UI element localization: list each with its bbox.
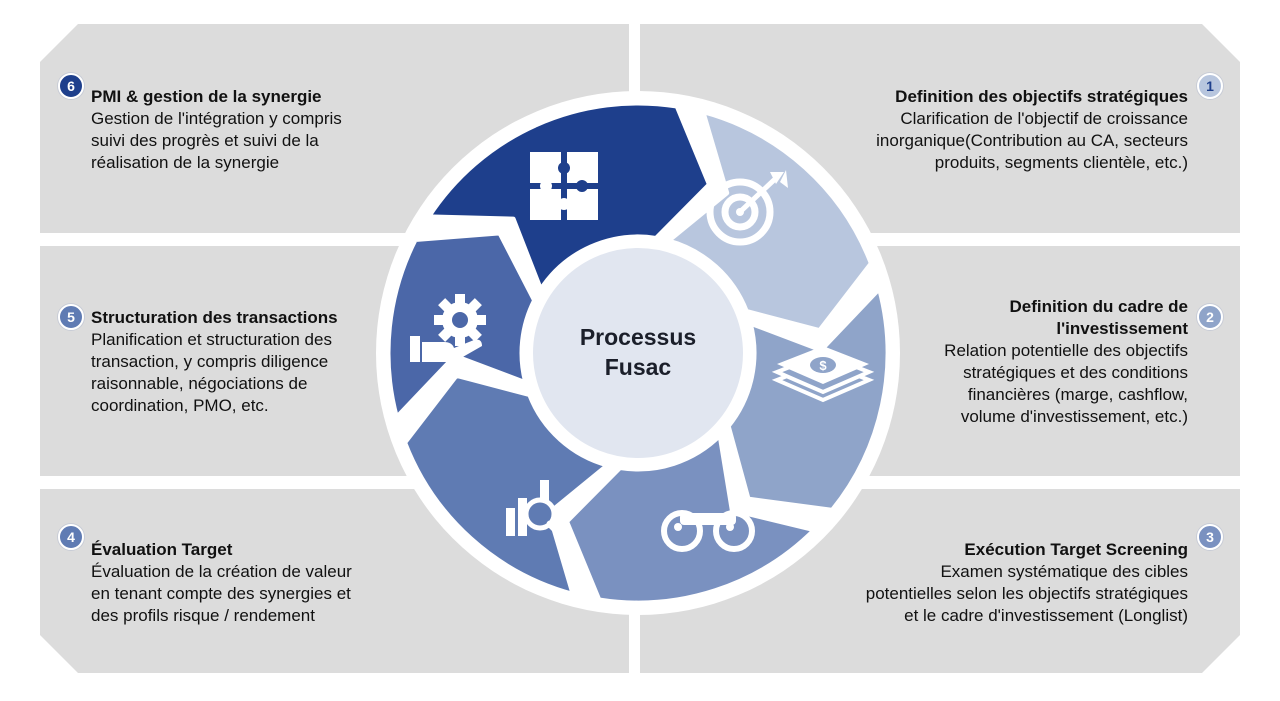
step-badge-4: 4 [58, 524, 84, 550]
step-6-desc-2: suivi des progrès et suivi de la [91, 131, 319, 150]
step-badge-1: 1 [1197, 73, 1223, 99]
step-2-text: Definition du cadre de l'investissement … [944, 296, 1188, 428]
center-title-line-2: Fusac [604, 354, 672, 380]
center-title-line-1: Processus [579, 324, 697, 350]
step-3-text: Exécution Target Screening Examen systém… [866, 539, 1188, 627]
step-6-text: PMI & gestion de la synergie Gestion de … [91, 86, 342, 174]
step-2-desc-1: Relation potentielle des objectifs [944, 341, 1188, 360]
svg-text:$: $ [819, 358, 827, 373]
step-4-desc-1: Évaluation de la création de valeur [91, 562, 352, 581]
step-badge-3: 3 [1197, 524, 1223, 550]
step-6-desc-3: réalisation de la synergie [91, 153, 280, 172]
chart-magnifier-icon [506, 480, 572, 546]
center-circle [527, 242, 749, 464]
gear-tooth [455, 294, 465, 306]
step-6-desc-1: Gestion de l'intégration y compris [91, 109, 342, 128]
step-1-desc-2: inorganique(Contribution au CA, secteurs [876, 131, 1188, 150]
gear-hand-icon [410, 294, 486, 362]
step-4-text: Évaluation Target Évaluation de la créat… [91, 539, 352, 627]
step-5-desc-4: coordination, PMO, etc. [91, 396, 269, 415]
step-1-title: Definition des objectifs stratégiques [895, 87, 1188, 106]
step-3-desc-1: Examen systématique des cibles [940, 562, 1188, 581]
step-3-title: Exécution Target Screening [964, 540, 1188, 559]
step-5-text: Structuration des transactions Planifica… [91, 307, 338, 417]
step-5-desc-3: raisonnable, négociations de [91, 374, 308, 393]
puzzle-icon [530, 152, 598, 220]
step-2-title-2: l'investissement [1056, 319, 1188, 338]
step-badge-6: 6 [58, 73, 84, 99]
step-4-desc-2: en tenant compte des synergies et [91, 584, 351, 603]
target-icon [706, 170, 788, 246]
step-3-desc-3: et le cadre d'investissement (Longlist) [904, 606, 1188, 625]
step-4-title: Évaluation Target [91, 540, 233, 559]
step-2-desc-4: volume d'investissement, etc.) [960, 407, 1188, 426]
center-title: Processus Fusac [538, 322, 738, 382]
step-6-title: PMI & gestion de la synergie [91, 87, 322, 106]
step-1-desc-1: Clarification de l'objectif de croissanc… [900, 109, 1188, 128]
money-stack-icon: $ [771, 346, 875, 403]
step-5-desc-1: Planification et structuration des [91, 330, 332, 349]
step-3-desc-2: potentielles selon les objectifs stratég… [865, 584, 1188, 603]
segment-step-4 [402, 372, 611, 597]
step-badge-2: 2 [1197, 304, 1223, 330]
step-2-desc-3: financières (marge, cashflow, [967, 385, 1188, 404]
step-2-desc-2: stratégiques et des conditions [963, 363, 1188, 382]
step-1-text: Definition des objectifs stratégiques Cl… [876, 86, 1188, 174]
gear-tooth [455, 334, 465, 346]
step-2-title-1: Definition du cadre de [1009, 297, 1188, 316]
step-1-desc-3: produits, segments clientèle, etc.) [934, 153, 1188, 172]
step-badge-5: 5 [58, 304, 84, 330]
step-5-title: Structuration des transactions [91, 308, 338, 327]
segment-step-2 [725, 285, 891, 513]
step-4-desc-3: des profils risque / rendement [91, 606, 315, 625]
binoculars-icon [661, 510, 755, 552]
step-5-desc-2: transaction, y compris diligence [91, 352, 329, 371]
